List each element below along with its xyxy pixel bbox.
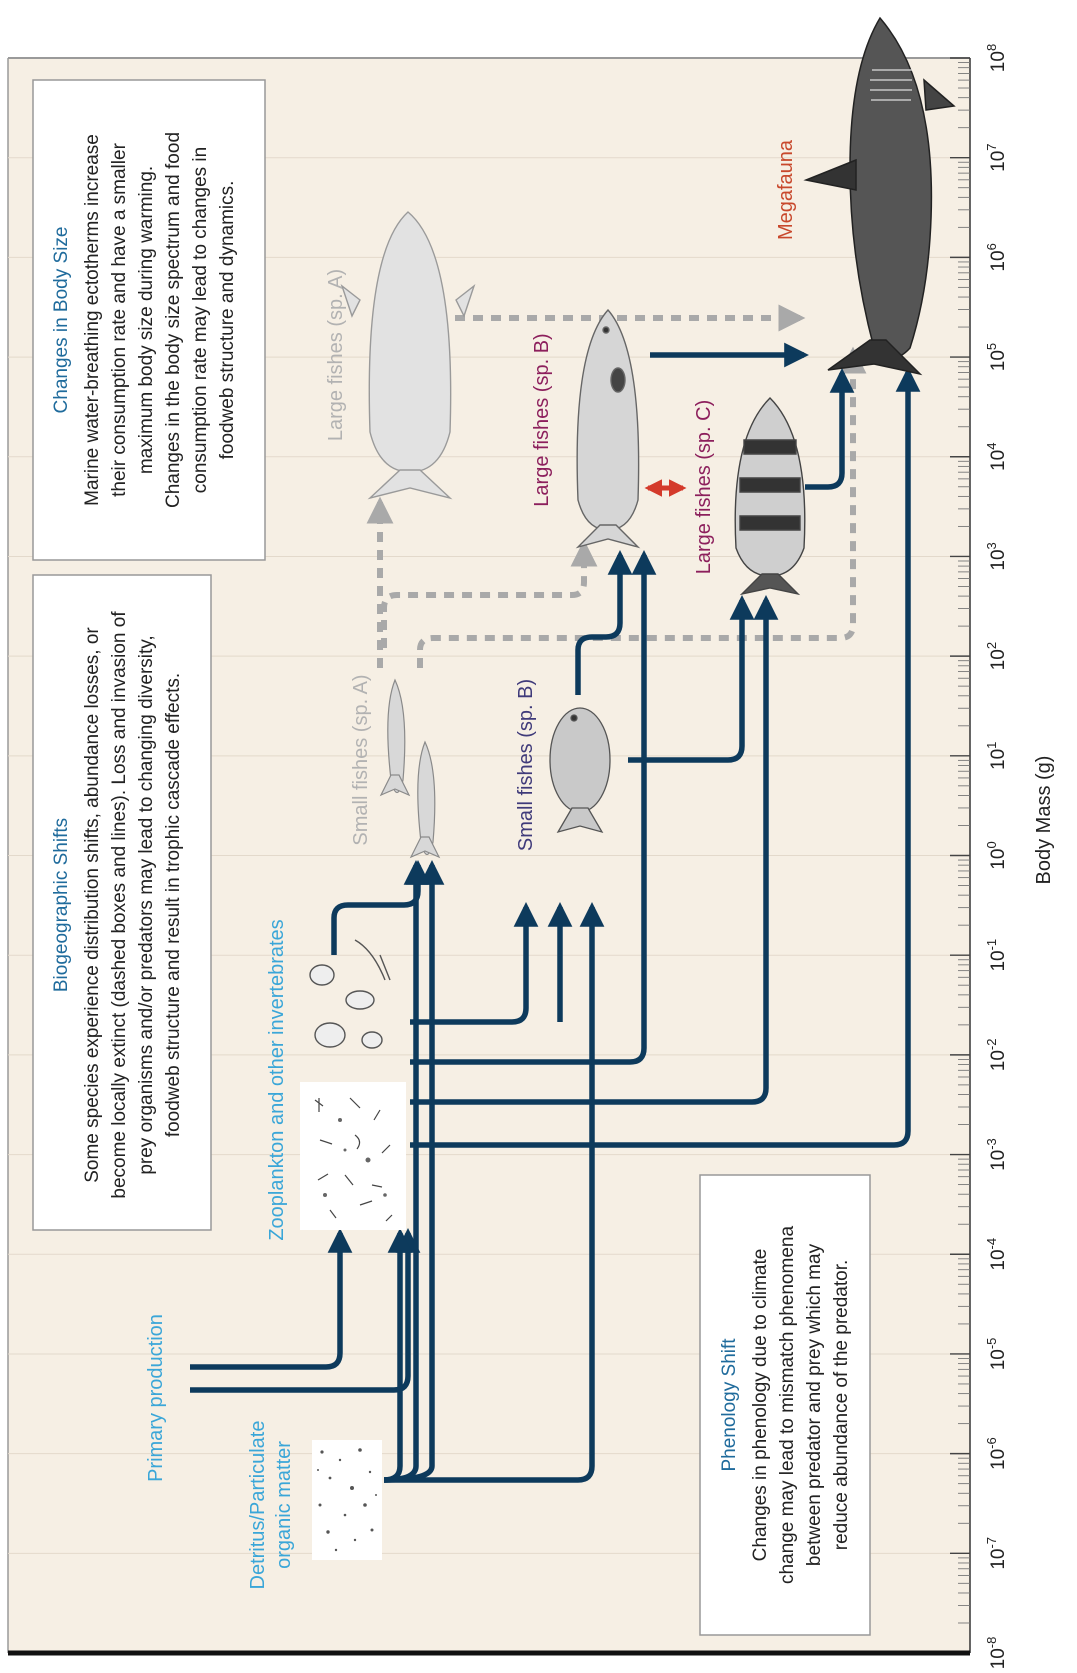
tick-label: 10-8 [984, 1637, 1009, 1670]
body-size-line-4: Changes in the body size spectrum and fo… [163, 132, 184, 508]
tick-label: 108 [984, 44, 1009, 72]
label-detritus-2: organic matter [273, 1441, 295, 1569]
tick-label: 101 [984, 742, 1009, 770]
label-megafauna: Megafauna [775, 139, 797, 240]
phenology-line-3: between predator and prey which may [804, 1243, 825, 1566]
axis-ticks: 10-8 10-7 10-6 10-5 10-4 10-3 10-2 10-1 100 101 10… [950, 44, 1009, 1670]
label-large-fishes-a: Large fishes (sp. A) [325, 269, 347, 441]
solid-links [190, 342, 921, 1483]
phenology-line-2: change may lead to mismatch phenomena [777, 1226, 798, 1584]
tick-label: 106 [984, 243, 1009, 271]
tick-label: 102 [984, 642, 1009, 670]
label-large-fishes-c: Large fishes (sp. C) [693, 400, 715, 575]
label-small-fishes-a: Small fishes (sp. A) [350, 674, 372, 845]
tick-label: 107 [984, 144, 1009, 172]
label-primary-production: Primary production [145, 1314, 167, 1482]
tick-label: 10-5 [984, 1338, 1009, 1371]
tick-label: 10-7 [984, 1537, 1009, 1570]
label-detritus-1: Detritus/Particulate [247, 1421, 269, 1590]
body-size-line-1: Marine water-breathing ectotherms increa… [82, 134, 103, 506]
phenology-box: Phenology Shift Changes in phenology due… [699, 1174, 871, 1636]
label-large-fishes-b: Large fishes (sp. B) [531, 333, 553, 506]
dashed-links [366, 304, 867, 668]
tick-label: 10-1 [984, 939, 1009, 972]
detritus-illustration [312, 1440, 382, 1560]
body-size-line-2: their consumption rate and have a smalle… [109, 142, 130, 496]
zooplankton-illustration [300, 939, 406, 1230]
phenology-line-4: reduce abundance of the predator. [831, 1260, 852, 1551]
tick-label: 105 [984, 343, 1009, 371]
phenology-line-1: Changes in phenology due to climate [750, 1249, 771, 1562]
phenology-title: Phenology Shift [719, 1338, 740, 1472]
large-fish-a-illustration [340, 211, 476, 500]
large-fish-b-illustration [575, 308, 641, 549]
tick-label: 10-6 [984, 1437, 1009, 1470]
large-fish-c-illustration [734, 397, 806, 596]
biogeographic-line-3: prey organisms and/or predators may lead… [136, 635, 157, 1174]
tick-label: 104 [984, 443, 1009, 471]
tick-label: 103 [984, 542, 1009, 570]
label-zooplankton: Zooplankton and other invertebrates [266, 919, 288, 1240]
tick-label: 10-3 [984, 1138, 1009, 1171]
tick-label: 10-2 [984, 1039, 1009, 1072]
megafauna-illustration [803, 16, 956, 376]
label-small-fishes-b: Small fishes (sp. B) [515, 679, 537, 851]
biogeographic-box: Biogeographic Shifts Some species experi… [32, 574, 212, 1231]
biogeographic-line-2: become locally extinct (dashed boxes and… [109, 611, 130, 1199]
body-size-line-3: maximum body size during warming. [136, 166, 157, 474]
body-size-title: Changes in Body Size [51, 227, 72, 414]
biogeographic-line-1: Some species experience distribution shi… [82, 627, 103, 1183]
tick-label: 10-4 [984, 1238, 1009, 1271]
body-size-line-6: foodweb structure and dynamics. [217, 181, 238, 460]
small-fish-a-illustration [379, 678, 441, 859]
small-fish-b-illustration [549, 707, 611, 834]
biogeographic-title: Biogeographic Shifts [51, 818, 72, 992]
tick-label: 100 [984, 841, 1009, 869]
body-size-box: Changes in Body Size Marine water-breath… [32, 79, 266, 561]
body-size-line-5: consumption rate may lead to changes in [190, 147, 211, 493]
axis-label: Body Mass (g) [1033, 756, 1055, 885]
biogeographic-line-4: foodweb structure and result in trophic … [163, 673, 184, 1137]
